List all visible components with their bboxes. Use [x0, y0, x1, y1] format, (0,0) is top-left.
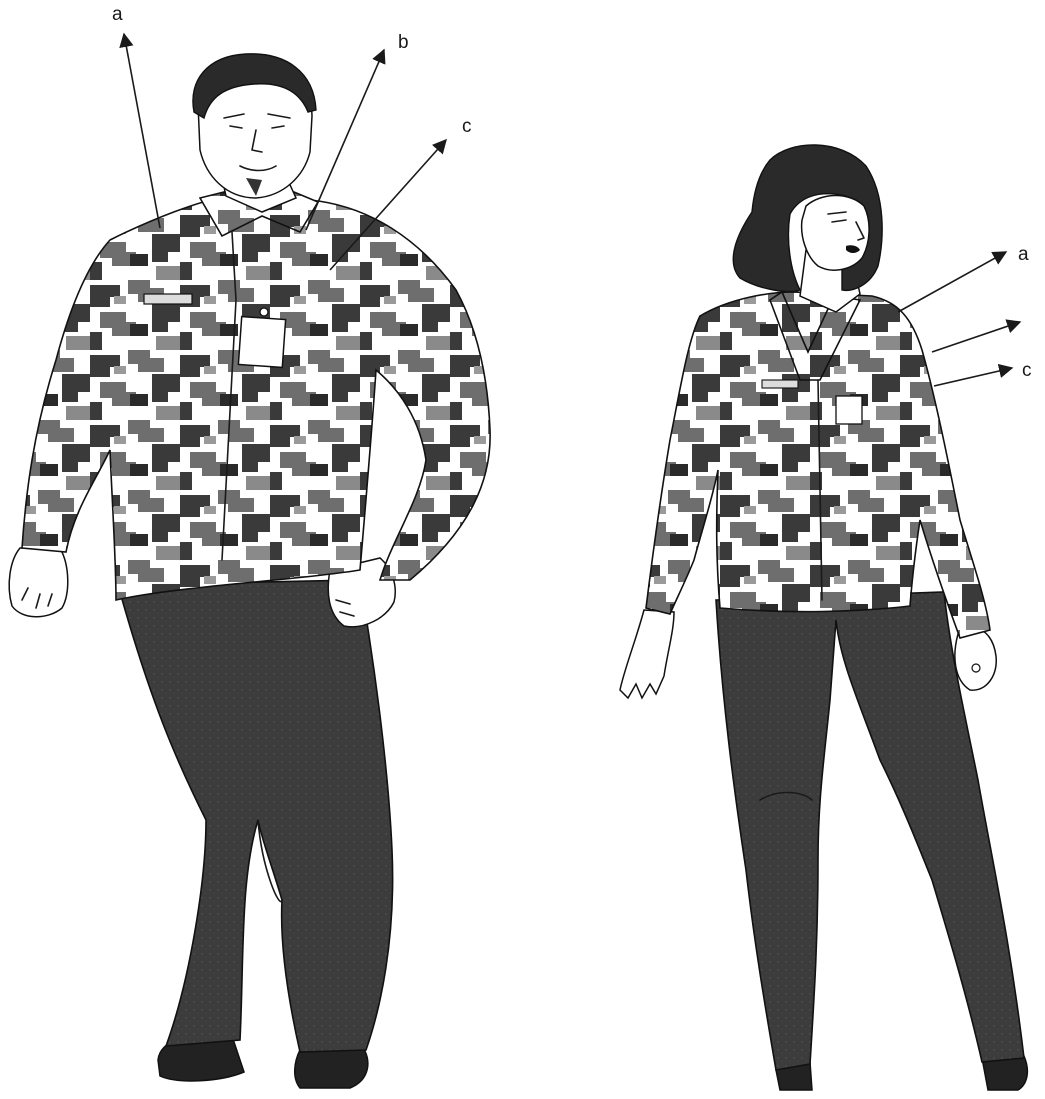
male-trousers	[118, 580, 393, 1052]
male-label-c: c	[462, 116, 472, 137]
female-name-tape	[762, 380, 798, 388]
male-id-badge	[238, 317, 285, 368]
female-label-c: c	[1022, 360, 1032, 381]
female-arrow-c	[934, 368, 1012, 386]
female-id-badge	[836, 396, 862, 424]
male-badge-clip	[260, 308, 268, 316]
male-label-a: a	[112, 4, 123, 25]
male-jacket	[22, 196, 490, 600]
male-left-hand	[9, 548, 68, 617]
female-ring	[972, 664, 980, 672]
female-label-a: a	[1018, 244, 1029, 265]
female-arrow-b	[932, 322, 1020, 352]
female-arrow-a	[898, 252, 1006, 312]
female-left-hand	[620, 610, 674, 698]
female-face	[802, 196, 869, 271]
male-name-tape	[144, 294, 192, 304]
male-label-b: b	[398, 32, 409, 53]
male-arrow-a	[124, 34, 160, 228]
male-arrow-b	[306, 50, 384, 230]
female-figure	[620, 145, 1027, 1090]
male-figure	[9, 54, 490, 1088]
